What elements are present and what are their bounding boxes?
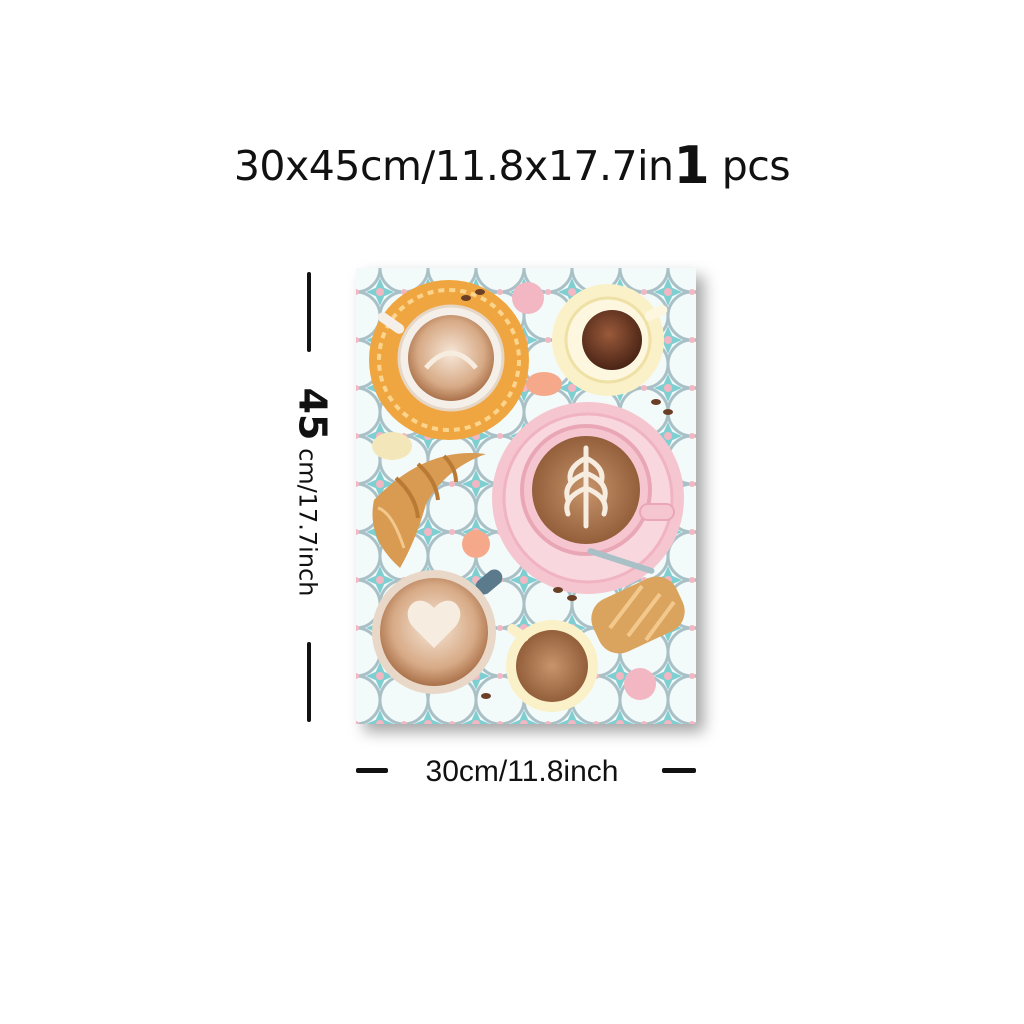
size-label: 30x45cm/11.8x17.7in — [233, 142, 674, 190]
latte-art-cup-icon — [492, 402, 684, 594]
macaron-icon — [462, 530, 490, 558]
latte-art-cup-icon — [372, 569, 503, 694]
coffee-bean-icon — [461, 289, 673, 699]
canvas-print — [356, 268, 696, 724]
espresso-cup-icon — [552, 284, 668, 396]
size-title: 30x45cm/11.8x17.7in1 pcs — [0, 136, 1024, 196]
espresso-cup-icon — [506, 620, 598, 712]
macaron-icon — [372, 432, 412, 460]
width-dimension-label: 30cm/11.8inch — [425, 755, 619, 788]
cappuccino-cup-icon — [369, 280, 529, 440]
height-dimension-label: 45 cm/17.7inch — [291, 388, 335, 597]
height-line-bottom — [307, 642, 311, 722]
macaron-icon — [512, 282, 544, 314]
width-line-right — [662, 768, 696, 773]
macaron-icon — [624, 668, 656, 700]
macaron-icon — [526, 372, 562, 396]
pastry-icon — [591, 576, 685, 654]
height-value: 45 — [290, 387, 335, 441]
croissant-icon — [372, 452, 486, 568]
height-line-top — [307, 272, 311, 352]
height-unit-label: cm/17.7inch — [293, 448, 322, 597]
width-line-left — [356, 768, 388, 773]
quantity-unit: pcs — [721, 142, 791, 190]
quantity-number: 1 — [673, 136, 710, 196]
